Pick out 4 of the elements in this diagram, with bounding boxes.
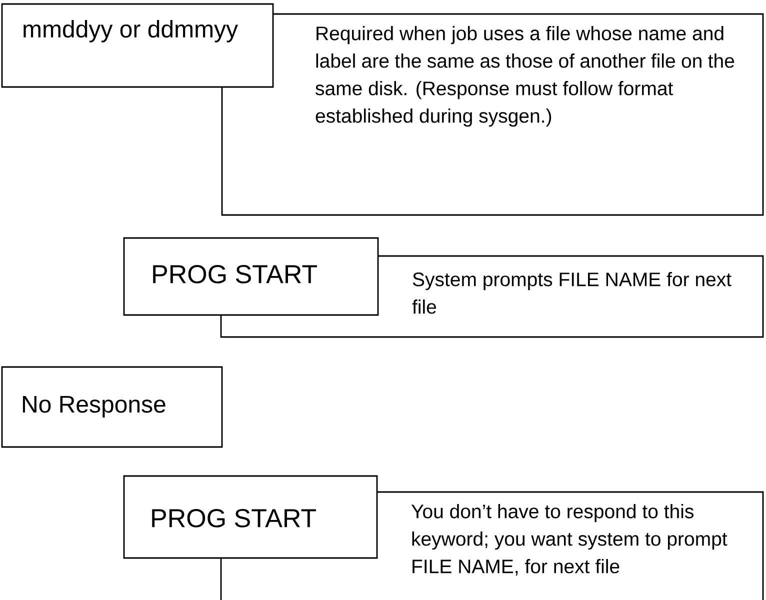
value-box: mmddyy or ddmmyy [1,3,274,88]
keyword-box: PROG START [123,237,379,316]
keyword-box: PROG START [123,475,378,559]
value-box: No Response [1,366,223,448]
